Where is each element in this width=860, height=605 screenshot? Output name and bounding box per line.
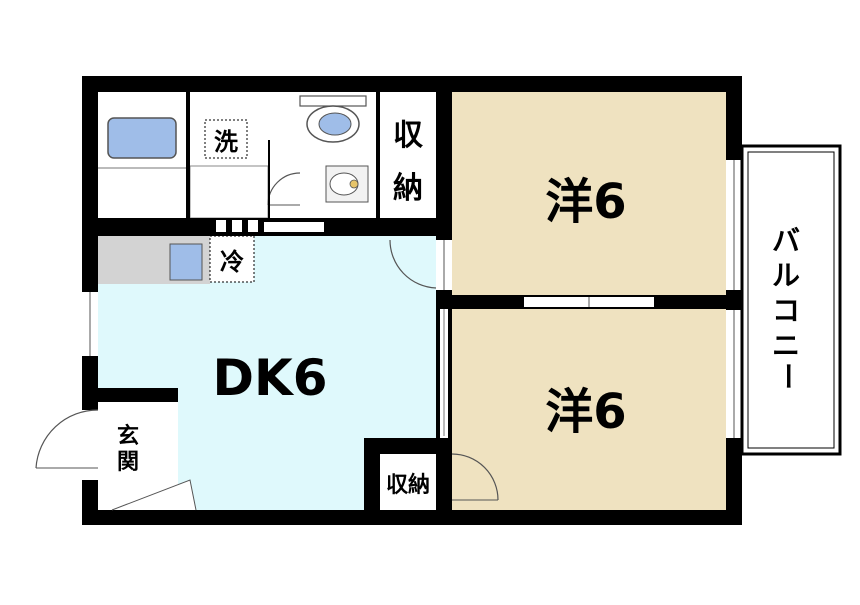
entrance-label-1: 玄 (117, 423, 139, 449)
room-western-upper (452, 92, 726, 295)
kitchen-sink-icon (169, 243, 203, 281)
closet-upper-label-2: 納 (393, 171, 423, 206)
room-western-lower (452, 309, 726, 510)
closet-upper-label-1: 収 (393, 118, 424, 153)
balcony (740, 144, 842, 456)
balcony-label-3: コ (772, 294, 800, 327)
fridge-space (209, 235, 255, 283)
balcony-label-4: ニ (772, 329, 800, 362)
toilet-tank (299, 95, 367, 107)
closet-upper (380, 92, 436, 218)
bathtub-icon (107, 117, 177, 159)
room-label-dk: DK6 (212, 349, 327, 407)
balcony-label-1: バ (772, 224, 800, 257)
closet-lower-label: 収納 (386, 472, 430, 498)
laundry-space (204, 119, 248, 159)
entrance-label-2: 関 (117, 450, 139, 475)
sink-counter (189, 165, 269, 219)
balcony-label-2: ル (772, 259, 800, 292)
laundry-label: 洗 (214, 128, 238, 156)
fridge-label: 冷 (220, 248, 244, 276)
balcony-label-5: ー (771, 362, 804, 390)
room-label-western-lower: 洋6 (545, 384, 626, 440)
room-label-western-upper: 洋6 (545, 174, 626, 230)
